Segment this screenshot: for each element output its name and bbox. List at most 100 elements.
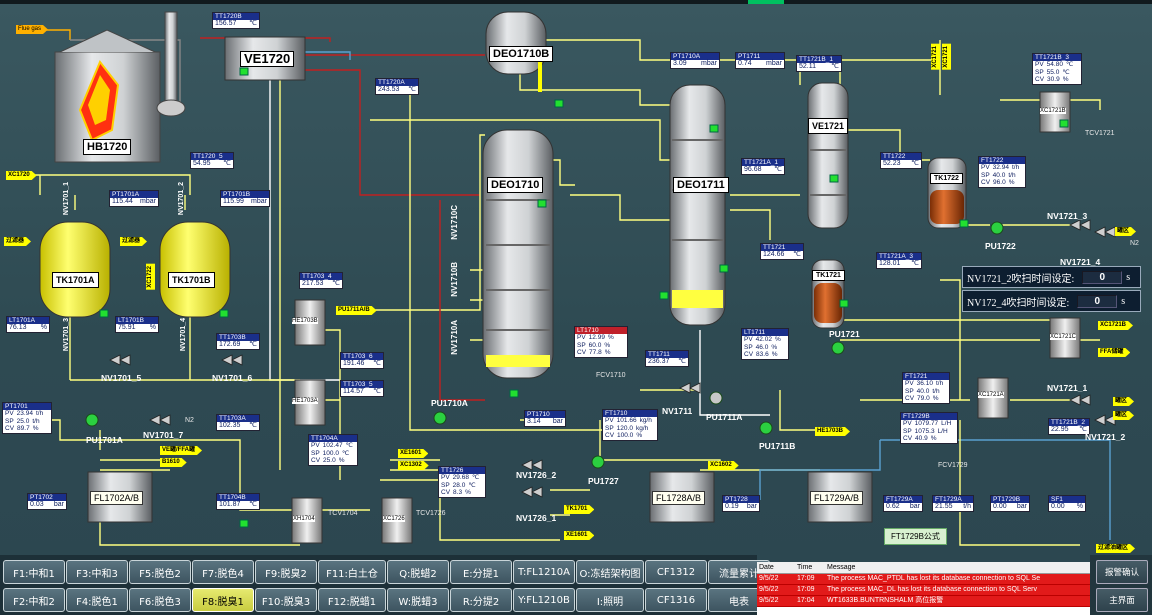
vessel-tk1722[interactable]: TK1722 <box>930 173 963 184</box>
nav-key-13[interactable]: F2:中和2 <box>3 588 65 612</box>
pump-pu1721[interactable]: PU1721 <box>829 329 860 339</box>
nav-key-18[interactable]: F12:脱蜡1 <box>318 588 386 612</box>
nav-key-4[interactable]: F7:脱色4 <box>192 560 254 584</box>
valve-nv1701-7[interactable]: NV1701_7 <box>143 430 184 440</box>
vessel-ve1720[interactable]: VE1720 <box>240 51 295 67</box>
valve-tcv1704[interactable]: TCV1704 <box>328 510 358 517</box>
valve-nv1701-3[interactable]: NV1701_3 <box>63 318 70 352</box>
nav-key-23[interactable]: CF1316 <box>645 588 707 612</box>
tag-filter-2[interactable]: 过滤器 <box>120 237 147 246</box>
nav-key-16[interactable]: F8:脱臭1 <box>192 588 254 612</box>
vessel-tk1701b[interactable]: TK1701B <box>168 272 215 288</box>
setting-nv172-4-value[interactable]: 0 <box>1077 294 1118 308</box>
tag-xc1720[interactable]: XC1720 <box>6 171 37 180</box>
tag-xc1602[interactable]: XC1602 <box>708 461 739 470</box>
pump-pu1711a[interactable]: PU1711A <box>706 412 743 422</box>
hx-xc1721c[interactable]: XC1721C <box>1050 334 1077 340</box>
pump-pu1727[interactable]: PU1727 <box>588 476 619 486</box>
vessel-hb1720[interactable]: HB1720 <box>83 139 132 155</box>
vessel-tk1721[interactable]: TK1721 <box>812 270 845 281</box>
alarm-row[interactable]: 9/5/22 17:09 The process MAC_DL has lost… <box>757 585 1090 596</box>
tag-ffa[interactable]: FFA储罐 <box>1098 348 1130 357</box>
valve-tcv1721[interactable]: TCV1721 <box>1085 130 1115 137</box>
nav-key-17[interactable]: F10:脱臭3 <box>255 588 317 612</box>
nav-key-3[interactable]: F5:脱色2 <box>129 560 191 584</box>
tag-pu1711ab[interactable]: PU1711A/B <box>336 306 377 315</box>
pump-pu1711b[interactable]: PU1711B <box>759 441 796 451</box>
valve-nv1726-1[interactable]: NV1726_1 <box>516 513 557 523</box>
tag-xc1721b[interactable]: XC1721B <box>1098 321 1133 330</box>
tag-tk1701[interactable]: TK1701 <box>564 505 594 514</box>
valve-nv1721-2[interactable]: NV1721_2 <box>1085 432 1126 442</box>
valve-nv1726-2[interactable]: NV1726_2 <box>516 470 557 480</box>
tag-xc1302[interactable]: XC1302 <box>398 461 429 470</box>
hx-xh1704[interactable]: XH1704 <box>293 516 315 522</box>
tag-filter-1[interactable]: 过滤器 <box>4 237 31 246</box>
tag-filter-tankfarm[interactable]: 过滤油罐区 <box>1096 544 1135 553</box>
valve-nv1701-6[interactable]: NV1701_6 <box>212 373 253 383</box>
valve-nv1721-3[interactable]: NV1721_3 <box>1047 211 1088 221</box>
tag-xe1601[interactable]: XE1601 <box>398 449 428 458</box>
valve-nv1701-1[interactable]: NV1701_1 <box>63 182 70 216</box>
nav-key-19[interactable]: W:脱蜡3 <box>387 588 449 612</box>
nav-key-9[interactable]: T:FL1210A <box>513 560 575 584</box>
vessel-deo1710b[interactable]: DEO1710B <box>489 46 554 62</box>
tag-ve-ffa[interactable]: VE罐/FFA罐 <box>160 446 202 455</box>
tag-flue-gas[interactable]: Flue gas <box>16 25 48 34</box>
alarm-row[interactable]: 9/5/22 17:09 The process MAC_PTDL has lo… <box>757 574 1090 585</box>
alarm-ack-button[interactable]: 报警确认 <box>1096 560 1148 584</box>
alarm-row[interactable]: 9/5/22 17:04 WT1633B.BUNTRNSHALM 高位报警 <box>757 596 1090 607</box>
tag-xc1721-2[interactable]: XC1721 <box>942 44 951 70</box>
nav-key-2[interactable]: F3:中和3 <box>66 560 128 584</box>
tag-b1610[interactable]: B1610 <box>160 458 187 467</box>
valve-nv1710a[interactable]: NV1710A <box>450 320 459 355</box>
valve-nv1701-4[interactable]: NV1701_4 <box>180 318 187 352</box>
tag-he1703b[interactable]: HE1703B <box>815 427 850 436</box>
hx-xc1721a[interactable]: XC1721A <box>978 392 1004 398</box>
valve-nv1710c[interactable]: NV1710C <box>450 205 459 240</box>
valve-nv1710b[interactable]: NV1710B <box>450 262 459 297</box>
nav-key-7[interactable]: Q:脱蜡2 <box>387 560 449 584</box>
nav-key-21[interactable]: Y:FL1210B <box>513 588 575 612</box>
tag-wax3[interactable]: 罐区 <box>1113 411 1134 420</box>
valve-nv1721-1[interactable]: NV1721_1 <box>1047 383 1088 393</box>
vessel-deo1710[interactable]: DEO1710 <box>487 177 544 193</box>
setting-nv1721-2-value[interactable]: 0 <box>1082 270 1123 284</box>
setting-nv172-4[interactable]: NV172_4吹扫时间设定: 0 s <box>962 290 1141 312</box>
nav-key-6[interactable]: F11:白土仓 <box>318 560 386 584</box>
filter-fl1702[interactable]: FL1702A/B <box>90 491 144 505</box>
nav-key-5[interactable]: F9:脱臭2 <box>255 560 317 584</box>
hx-he1703b[interactable]: HE1703B <box>292 318 318 324</box>
nav-key-15[interactable]: F6:脱色3 <box>129 588 191 612</box>
nav-key-22[interactable]: I:照明 <box>576 588 644 612</box>
valve-tcv1726[interactable]: TCV1726 <box>416 510 446 517</box>
valve-nv1721-4[interactable]: NV1721_4 <box>1060 257 1101 267</box>
hx-he1703a[interactable]: HE1703A <box>292 398 318 404</box>
tag-xc1721-1[interactable]: XC1721 <box>931 44 940 70</box>
vessel-tk1701a[interactable]: TK1701A <box>52 272 99 288</box>
